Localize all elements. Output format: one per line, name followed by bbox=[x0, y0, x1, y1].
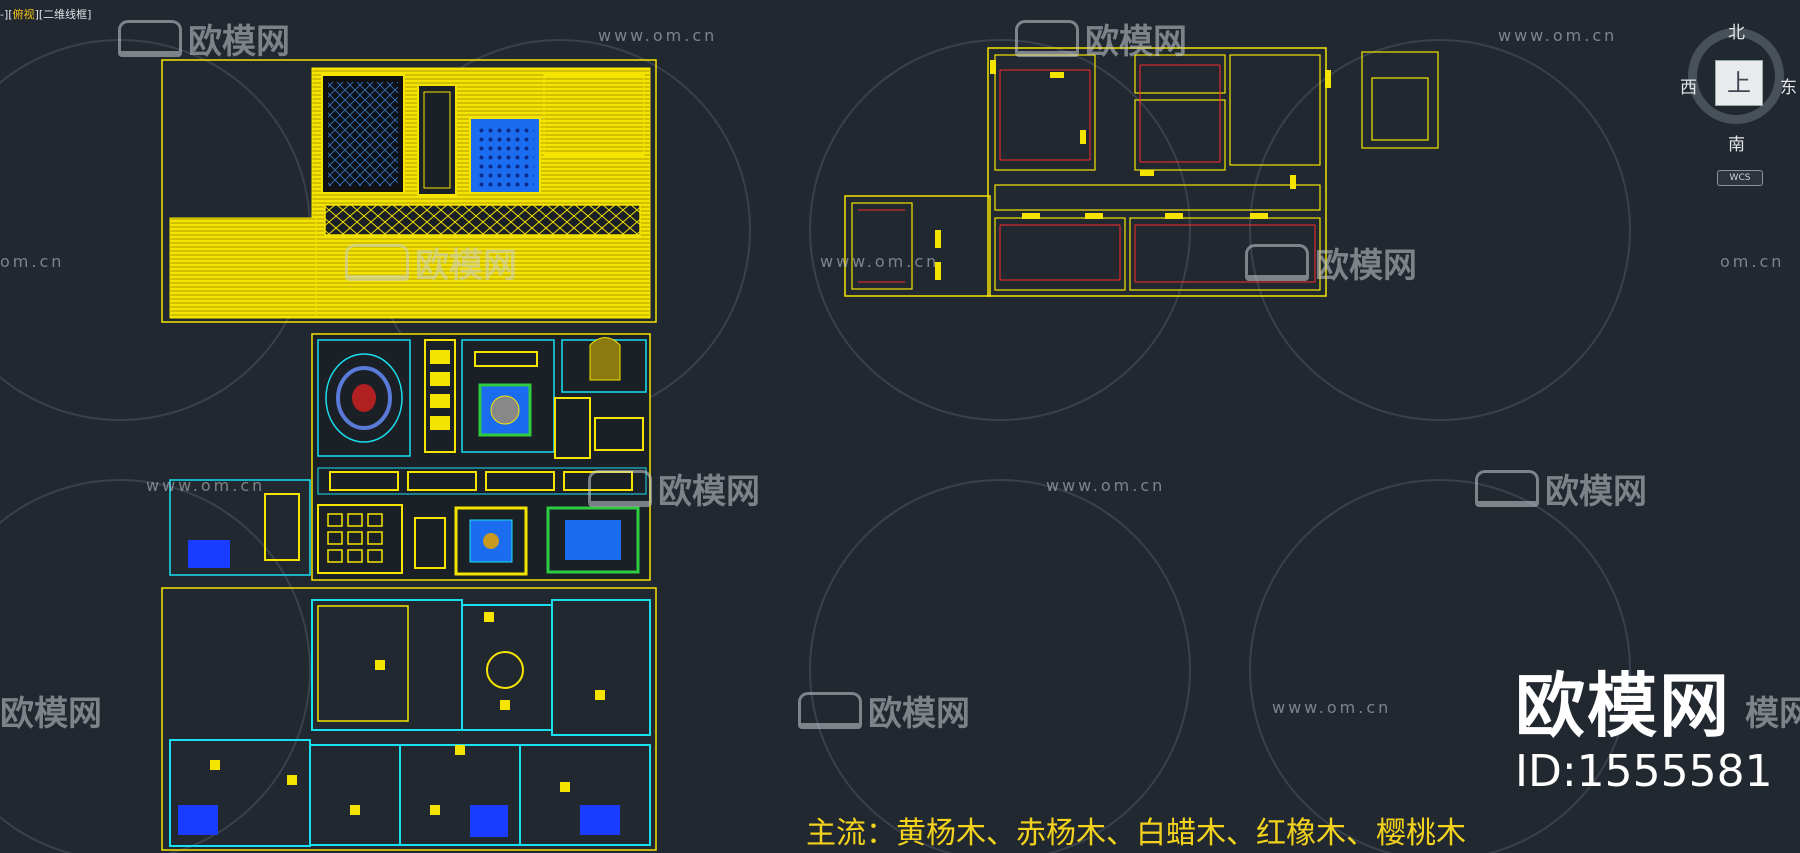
sofa-icon bbox=[1245, 244, 1309, 281]
ceiling-plan[interactable] bbox=[169, 333, 651, 581]
materials-caption: 主流：黄杨木、赤杨木、白蜡木、红橡木、樱桃木 bbox=[806, 816, 1466, 851]
model-id: ID:1555581 bbox=[1515, 746, 1773, 797]
watermark-logo: 欧模网 bbox=[1245, 238, 1417, 287]
watermark-logo-text: 模网 bbox=[1745, 694, 1800, 734]
viewport-view[interactable]: 俯视 bbox=[12, 8, 35, 21]
watermark-logo-text: 欧模网 bbox=[868, 694, 970, 734]
brand-block: 欧模网 ID:1555581 bbox=[1515, 666, 1773, 798]
viewcube[interactable]: 上 北 南 西 东 WCS bbox=[1668, 10, 1798, 190]
watermark-logo: 欧模网 bbox=[1015, 14, 1187, 63]
sofa-icon bbox=[1475, 470, 1539, 507]
watermark-logo-text: 欧模网 bbox=[0, 694, 102, 734]
viewport-label[interactable]: -][俯视][二维线框] bbox=[0, 6, 91, 22]
viewport-bracket-mid: ][ bbox=[34, 8, 44, 21]
watermark-logo: 欧模网 bbox=[588, 464, 760, 513]
sofa-icon bbox=[345, 244, 409, 281]
watermark-url: www.om.cn bbox=[820, 252, 940, 271]
watermark-logo-text: 欧模网 bbox=[1315, 246, 1417, 286]
watermark-logo: 模网 bbox=[1745, 686, 1800, 735]
watermark-logo: 欧模网 bbox=[345, 238, 517, 287]
compass-ring[interactable] bbox=[1688, 28, 1784, 124]
watermark-logo: 欧模网 bbox=[1475, 464, 1647, 513]
watermark-logo: 欧模网 bbox=[0, 686, 102, 735]
sofa-icon bbox=[588, 470, 652, 507]
watermark-url: www.om.cn bbox=[598, 26, 718, 45]
viewport-bracket: -][ bbox=[0, 8, 13, 21]
sofa-icon bbox=[1015, 20, 1079, 57]
watermark-url: www.om.cn bbox=[1498, 26, 1618, 45]
watermark-logo: 欧模网 bbox=[798, 686, 970, 735]
compass-west[interactable]: 西 bbox=[1680, 78, 1697, 98]
watermark-url: om.cn bbox=[0, 252, 65, 271]
compass-north[interactable]: 北 bbox=[1728, 23, 1745, 43]
compass-south[interactable]: 南 bbox=[1728, 135, 1745, 155]
watermark-logo-text: 欧模网 bbox=[188, 22, 290, 62]
viewport-bracket-end: ] bbox=[87, 8, 92, 21]
wall-layout-plan[interactable] bbox=[844, 47, 1439, 297]
watermark-url: www.om.cn bbox=[1272, 698, 1392, 717]
watermark-logo-text: 欧模网 bbox=[1545, 472, 1647, 512]
watermark-url: om.cn bbox=[1720, 252, 1785, 271]
watermark-url: www.om.cn bbox=[146, 476, 266, 495]
furniture-layout-plan[interactable] bbox=[161, 587, 657, 851]
viewcube-top-face[interactable]: 上 bbox=[1715, 60, 1763, 106]
sofa-icon bbox=[798, 692, 862, 729]
watermark-logo-text: 欧模网 bbox=[415, 246, 517, 286]
watermark-logo-text: 欧模网 bbox=[1085, 22, 1187, 62]
wcs-menu-button[interactable]: WCS bbox=[1717, 170, 1763, 186]
watermark-logo-text: 欧模网 bbox=[658, 472, 760, 512]
watermark-logo: 欧模网 bbox=[118, 14, 290, 63]
sofa-icon bbox=[118, 20, 182, 57]
brand-name: 欧模网 bbox=[1515, 665, 1731, 747]
watermark-url: www.om.cn bbox=[1046, 476, 1166, 495]
viewport-visual-style[interactable]: 二维线框 bbox=[43, 8, 88, 21]
compass-east[interactable]: 东 bbox=[1780, 78, 1797, 98]
